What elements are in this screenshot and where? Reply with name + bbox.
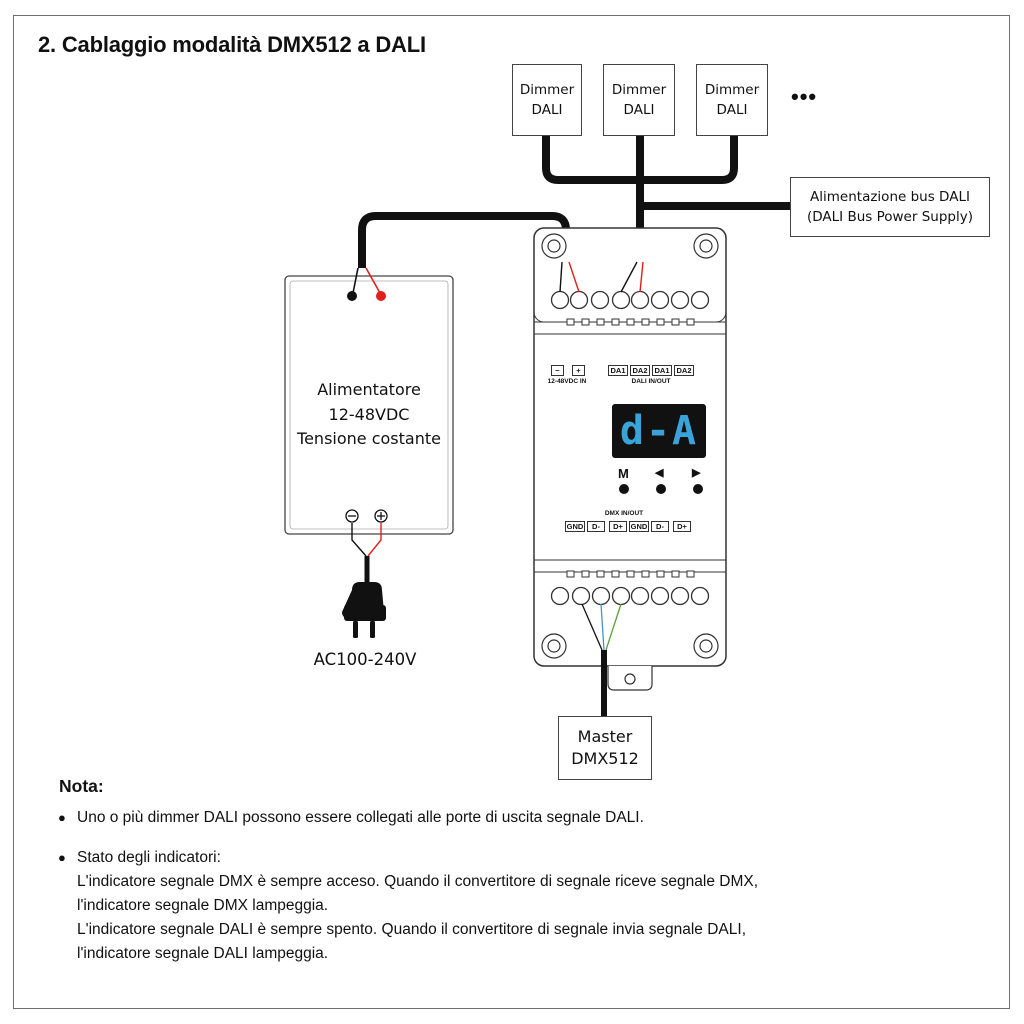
power-supply-label: Alimentatore 12-48VDC Tensione costante (297, 380, 441, 448)
bullet-icon: ● (58, 810, 66, 825)
dmx-terminal-gnd-a: GND (565, 521, 585, 532)
dmx-terminal-dplus-a: D+ (609, 521, 627, 532)
dimmer-dali-box-1: Dimmer DALI (512, 64, 582, 136)
button-right-dot (693, 484, 703, 494)
segment-display: d-A (612, 404, 706, 458)
note-item-1: ● Uno o più dimmer DALI possono essere c… (58, 806, 644, 830)
button-right-label[interactable]: ▶ (692, 467, 701, 479)
psu-positive-terminal (376, 291, 386, 301)
bottom-led-row (566, 570, 695, 578)
note-text-2: Stato degli indicatori: L'indicatore seg… (77, 849, 759, 962)
dmx-terminal-gnd-b: GND (629, 521, 649, 532)
power-terminal-minus: − (551, 365, 564, 376)
dali-terminal-da1-a: DA1 (608, 365, 628, 376)
note-heading: Nota: (59, 776, 104, 796)
dali-terminal-da2-a: DA2 (630, 365, 650, 376)
dali-terminal-da2-b: DA2 (674, 365, 694, 376)
note-item-2: ● Stato degli indicatori: L'indicatore s… (58, 846, 758, 966)
top-led-row (566, 318, 695, 326)
button-m-dot (619, 484, 629, 494)
power-cable (358, 212, 570, 268)
ac-plug-icon (342, 582, 386, 638)
dmx-terminal-dplus-b: D+ (673, 521, 691, 532)
bottom-terminal-block (550, 586, 710, 606)
dmx-terminal-dminus-b: D- (651, 521, 669, 532)
power-input-caption: 12-48VDC IN (547, 378, 587, 385)
dali-bus-power-box: Alimentazione bus DALI (DALI Bus Power S… (790, 177, 990, 237)
power-terminal-plus: + (572, 365, 585, 376)
dali-terminal-da1-b: DA1 (652, 365, 672, 376)
master-dmx512-box: Master DMX512 (558, 716, 652, 780)
ac-input-label: AC100-240V (313, 650, 417, 669)
dmx-io-caption: DMX IN/OUT (604, 510, 644, 517)
top-terminal-block (550, 290, 710, 310)
button-m-label[interactable]: M (618, 466, 629, 481)
dimmer-dali-box-3: Dimmer DALI (696, 64, 768, 136)
button-left-dot (656, 484, 666, 494)
bullet-icon: ● (58, 850, 66, 865)
note-text-1: Uno o più dimmer DALI possono essere col… (77, 809, 644, 826)
button-left-label[interactable]: ◀ (655, 467, 664, 479)
diagram-frame (13, 15, 1010, 1009)
dmx-terminal-dminus-a: D- (587, 521, 605, 532)
psu-negative-terminal (347, 291, 357, 301)
dimmer-dali-box-2: Dimmer DALI (603, 64, 675, 136)
dali-io-caption: DALI IN/OUT (631, 378, 671, 385)
page-title: 2. Cablaggio modalità DMX512 a DALI (38, 32, 426, 57)
more-dimmers-ellipsis: ••• (791, 84, 818, 109)
power-supply-box (284, 275, 454, 535)
